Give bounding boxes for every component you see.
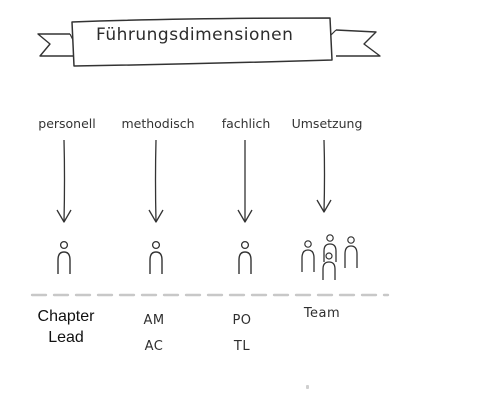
banner-title: Führungsdimensionen: [96, 25, 294, 45]
column-label-fachlich: fachlich: [221, 116, 271, 131]
role-line: TL: [233, 339, 251, 354]
role-line: Chapter: [37, 308, 95, 325]
person-icon: [149, 240, 163, 274]
role-text-methodisch: AM AC: [143, 308, 164, 360]
column-label-umsetzung: Umsetzung: [291, 116, 363, 131]
role-text-personell: Chapter Lead: [38, 306, 95, 348]
down-arrow-icon: [237, 139, 253, 223]
down-arrow-icon: [148, 139, 164, 223]
role-line: PO: [232, 313, 252, 328]
role-line: AM: [143, 313, 165, 328]
role-line: Team: [303, 306, 341, 321]
column-label-personell: personell: [38, 116, 96, 131]
team-icon: [301, 234, 358, 280]
role-text-fachlich: PO TL: [232, 308, 251, 360]
down-arrow-icon: [316, 139, 332, 213]
title-banner: [37, 17, 381, 67]
ink-mark: [306, 385, 309, 389]
dashed-divider: [30, 293, 390, 297]
role-line: AC: [144, 339, 164, 354]
column-label-methodisch: methodisch: [121, 116, 195, 131]
role-text-umsetzung: Team: [304, 306, 340, 321]
down-arrow-icon: [56, 139, 72, 223]
role-line: Lead: [48, 329, 84, 346]
person-icon: [57, 240, 71, 274]
person-icon: [238, 240, 252, 274]
